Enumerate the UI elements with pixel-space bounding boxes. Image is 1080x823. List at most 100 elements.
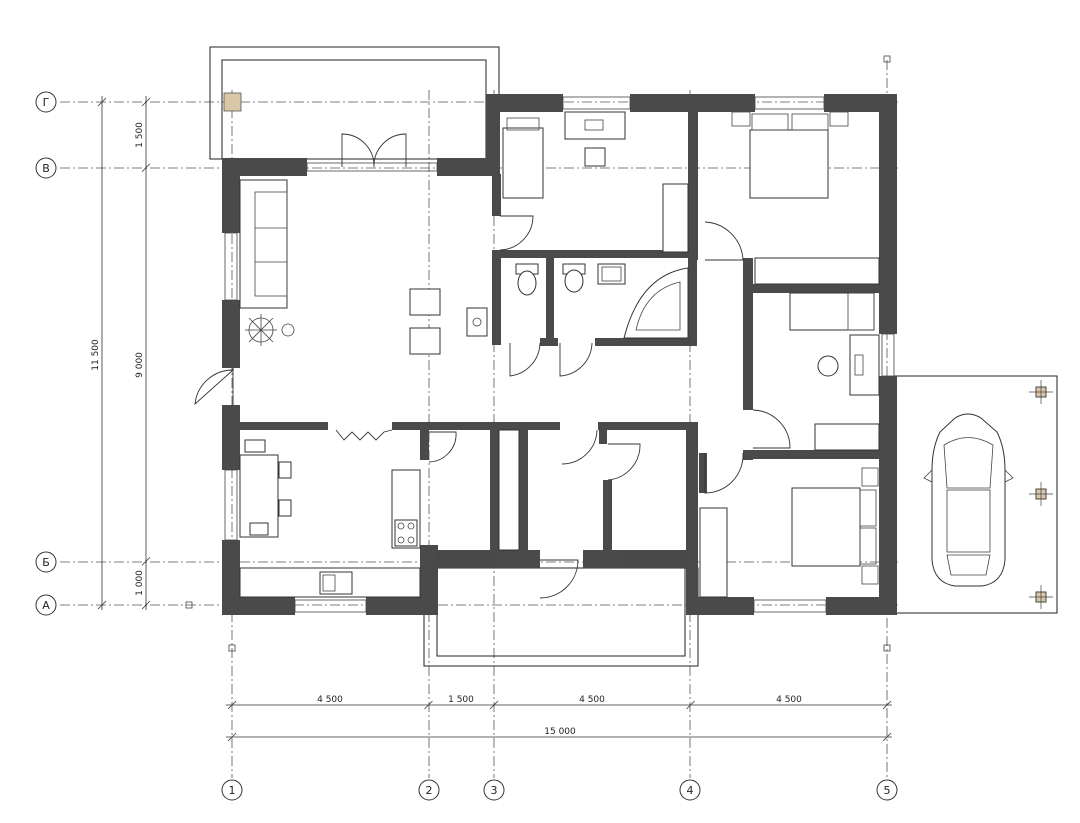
wall <box>686 597 754 615</box>
dim-tick <box>227 732 237 742</box>
wall <box>603 480 612 550</box>
row-bubbles: Г В Б А <box>35 91 57 616</box>
desk-icon <box>564 111 626 167</box>
dimension-lines <box>97 96 892 742</box>
wall <box>240 422 328 430</box>
wall <box>420 430 429 460</box>
wall <box>437 158 499 176</box>
row-bubble-b: Б <box>35 551 57 573</box>
dim-tick <box>141 556 151 566</box>
toilet-icon <box>515 263 539 296</box>
column-bubble-4: 4 <box>679 779 701 801</box>
terrace-top <box>209 46 500 160</box>
dim-tick <box>227 700 237 710</box>
wall <box>753 450 888 459</box>
dim-label-total-v: 11 500 <box>91 339 101 371</box>
windows <box>224 96 895 613</box>
carport-post <box>1029 380 1053 404</box>
dim-tick <box>686 700 695 710</box>
terrace-bottom <box>423 567 699 667</box>
dim-label-v3: 1 000 <box>135 570 145 596</box>
wardrobe-icon <box>814 423 880 451</box>
dim-tick <box>141 600 151 610</box>
wardrobe-icon <box>662 183 689 253</box>
svg-text:А: А <box>42 599 50 612</box>
svg-text:1: 1 <box>229 784 236 797</box>
car-icon <box>923 413 1014 587</box>
dim-tick <box>424 700 433 710</box>
wall <box>519 430 528 550</box>
wall <box>492 174 501 216</box>
wall <box>486 94 563 112</box>
wall <box>222 158 307 176</box>
svg-text:В: В <box>42 162 50 175</box>
wall <box>222 300 240 368</box>
row-bubble-v: В <box>35 157 57 179</box>
wall <box>879 376 897 466</box>
dim-label-h1: 4 500 <box>317 695 343 705</box>
wall <box>743 450 753 460</box>
wall <box>583 550 698 568</box>
dim-tick <box>141 163 151 172</box>
wall <box>540 338 558 346</box>
stove-icon <box>466 307 488 337</box>
doors <box>194 133 791 599</box>
column-bubble-5: 5 <box>876 779 898 801</box>
wall <box>420 550 540 568</box>
dining-table-icon <box>239 439 292 538</box>
dim-label-h3: 4 500 <box>579 695 605 705</box>
column-bubbles: 1 2 3 4 5 <box>221 779 898 801</box>
wall <box>699 453 707 493</box>
office-bed-icon <box>502 117 544 199</box>
column-bubble-3: 3 <box>483 779 505 801</box>
axis-markers <box>185 55 891 652</box>
svg-text:5: 5 <box>884 784 891 797</box>
wall <box>595 338 697 346</box>
toilet-icon <box>562 263 586 293</box>
svg-text:4: 4 <box>687 784 694 797</box>
wall <box>743 258 753 410</box>
sink-icon <box>597 263 626 285</box>
column-bubble-2: 2 <box>418 779 440 801</box>
double-bed-icon <box>731 111 849 199</box>
dim-label-total-h: 15 000 <box>544 727 576 737</box>
sofa-icon <box>239 179 288 309</box>
dim-label-v2: 9 000 <box>135 352 145 378</box>
double-bed-icon <box>791 467 879 585</box>
wall <box>492 250 697 258</box>
wall <box>688 112 698 260</box>
dim-tick <box>97 97 107 107</box>
svg-text:3: 3 <box>491 784 498 797</box>
wall <box>222 597 295 615</box>
wall <box>546 250 554 345</box>
bathtub-icon <box>623 267 689 339</box>
dim-label-h2: 1 500 <box>448 695 474 705</box>
column-tile <box>223 92 242 112</box>
dim-tick <box>489 700 499 710</box>
dim-label-v1: 1 500 <box>135 122 145 148</box>
row-bubble-a: А <box>35 594 57 616</box>
desk-icon <box>817 334 880 396</box>
walls <box>222 94 897 615</box>
row-bubble-g: Г <box>35 91 57 113</box>
wall <box>492 250 501 345</box>
wall <box>486 94 500 174</box>
furniture <box>239 111 880 598</box>
wall <box>490 430 499 550</box>
wall <box>222 158 240 233</box>
wall <box>879 94 897 334</box>
wall <box>392 422 560 430</box>
wall <box>686 422 698 615</box>
carport-post <box>1029 585 1053 609</box>
armchair-icon <box>409 288 441 316</box>
svg-text:Б: Б <box>42 556 50 569</box>
wall <box>598 422 698 430</box>
kitchen-counter-icon <box>239 469 421 598</box>
wall <box>599 430 607 444</box>
dim-tick <box>882 732 892 742</box>
armchair-icon <box>409 327 441 355</box>
wall <box>688 250 697 345</box>
wall <box>222 405 240 470</box>
dim-label-h4: 4 500 <box>776 695 802 705</box>
